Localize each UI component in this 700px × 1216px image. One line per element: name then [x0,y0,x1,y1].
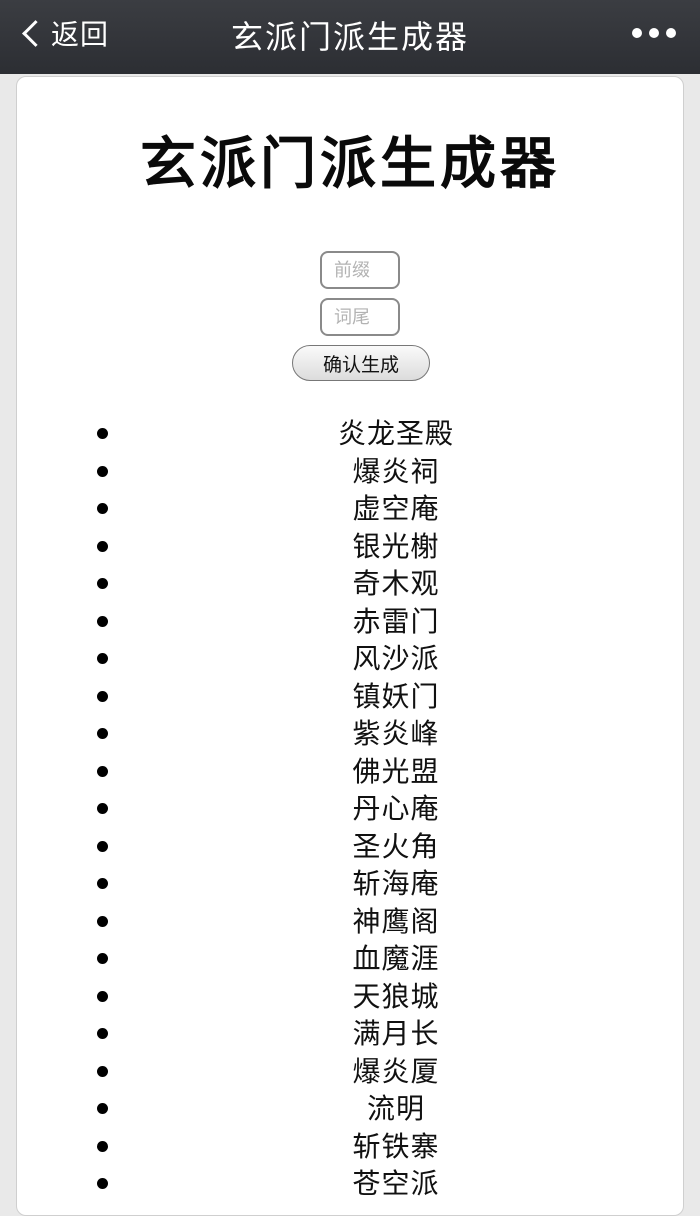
list-item: 天狼城 [17,978,685,1016]
dot [666,28,676,38]
list-item: 圣火角 [17,828,685,866]
bullet-icon [97,1065,108,1077]
list-item: 流明 [17,1090,685,1128]
prefix-input[interactable] [320,251,400,289]
result-list: 炎龙圣殿 爆炎祠 虚空庵 银光榭 奇木观 赤雷门 风沙派 镇妖门 紫炎峰 佛光盟… [17,415,685,1203]
bullet-icon [97,503,108,514]
more-dots-icon[interactable] [632,26,676,40]
list-item: 紫炎峰 [17,715,685,753]
bullet-icon [97,840,108,852]
bullet-icon [97,1103,108,1114]
result-name: 苍空派 [352,1167,440,1200]
result-name: 天狼城 [352,979,440,1013]
bullet-icon [97,428,108,439]
back-button[interactable]: 返回 [18,13,109,53]
result-name: 斩海庵 [352,867,440,900]
suffix-input[interactable] [320,298,400,336]
bullet-icon [97,1178,108,1189]
result-name: 紫炎峰 [352,717,440,750]
list-item: 镇妖门 [17,678,685,716]
bullet-icon [97,953,108,964]
list-item: 神鹰阁 [17,903,685,941]
bullet-icon [97,1140,108,1152]
result-name: 圣火角 [352,829,440,863]
result-name: 爆炎厦 [352,1054,440,1088]
list-item: 丹心庵 [17,790,685,828]
bullet-icon [97,540,108,552]
list-item: 银光榭 [17,528,685,566]
result-name: 神鹰阁 [352,904,440,938]
result-name: 佛光盟 [352,754,440,788]
result-name: 风沙派 [352,642,440,675]
result-name: 赤雷门 [352,604,440,638]
list-item: 满月长 [17,1015,685,1053]
list-item: 赤雷门 [17,603,685,641]
list-item: 爆炎厦 [17,1053,685,1091]
list-item: 奇木观 [17,565,685,603]
list-item: 血魔涯 [17,940,685,978]
bullet-icon [97,1028,108,1039]
result-name: 虚空庵 [352,492,440,525]
bullet-icon [97,728,108,739]
result-name: 丹心庵 [352,792,440,825]
result-name: 奇木观 [352,567,440,600]
bullet-icon [97,615,108,627]
back-label: 返回 [51,18,110,51]
navigation-bar: 返回 玄派门派生成器 [0,0,700,74]
dot [632,28,642,38]
list-item: 炎龙圣殿 [17,415,685,453]
bullet-icon [97,803,108,814]
list-item: 斩海庵 [17,865,685,903]
list-item: 爆炎祠 [17,453,685,491]
bullet-icon [97,690,108,702]
list-item: 佛光盟 [17,753,685,791]
page-heading: 玄派门派生成器 [140,132,560,197]
bullet-icon [97,990,108,1002]
bullet-icon [97,765,108,777]
bullet-icon [97,578,108,589]
result-name: 斩铁寨 [352,1129,440,1163]
result-name: 银光榭 [352,529,440,563]
dot [649,28,659,38]
result-name: 血魔涯 [352,942,440,975]
result-name: 爆炎祠 [352,454,440,488]
bullet-icon [97,878,108,889]
result-name: 镇妖门 [352,679,440,713]
list-item: 斩铁寨 [17,1128,685,1166]
bullet-icon [97,653,108,664]
result-name: 流明 [366,1092,425,1125]
bullet-icon [97,915,108,927]
content-card: 玄派门派生成器 确认生成 炎龙圣殿 爆炎祠 虚空庵 银光榭 奇木观 赤雷门 风沙… [16,76,684,1216]
list-item: 虚空庵 [17,490,685,528]
result-name: 满月长 [352,1017,440,1050]
nav-title: 玄派门派生成器 [230,18,469,56]
bullet-icon [97,465,108,477]
list-item: 苍空派 [17,1165,685,1203]
confirm-generate-button[interactable]: 确认生成 [292,345,430,381]
result-name: 炎龙圣殿 [337,417,454,450]
list-item: 风沙派 [17,640,685,678]
